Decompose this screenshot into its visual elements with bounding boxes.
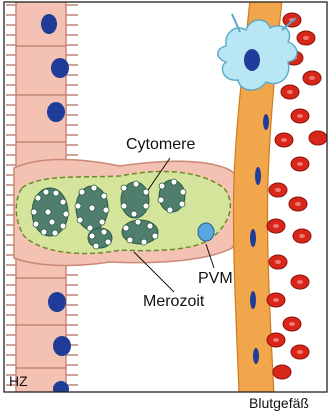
host-nucleus xyxy=(198,223,214,241)
label-pvm: PVM xyxy=(198,271,233,287)
label-hz: HZ xyxy=(9,374,28,388)
label-blutgefaess: Blutgefäß xyxy=(249,396,309,410)
schizont xyxy=(16,172,230,254)
label-cytomere: Cytomere xyxy=(126,137,195,153)
label-merozoit: Merozoit xyxy=(143,294,204,310)
